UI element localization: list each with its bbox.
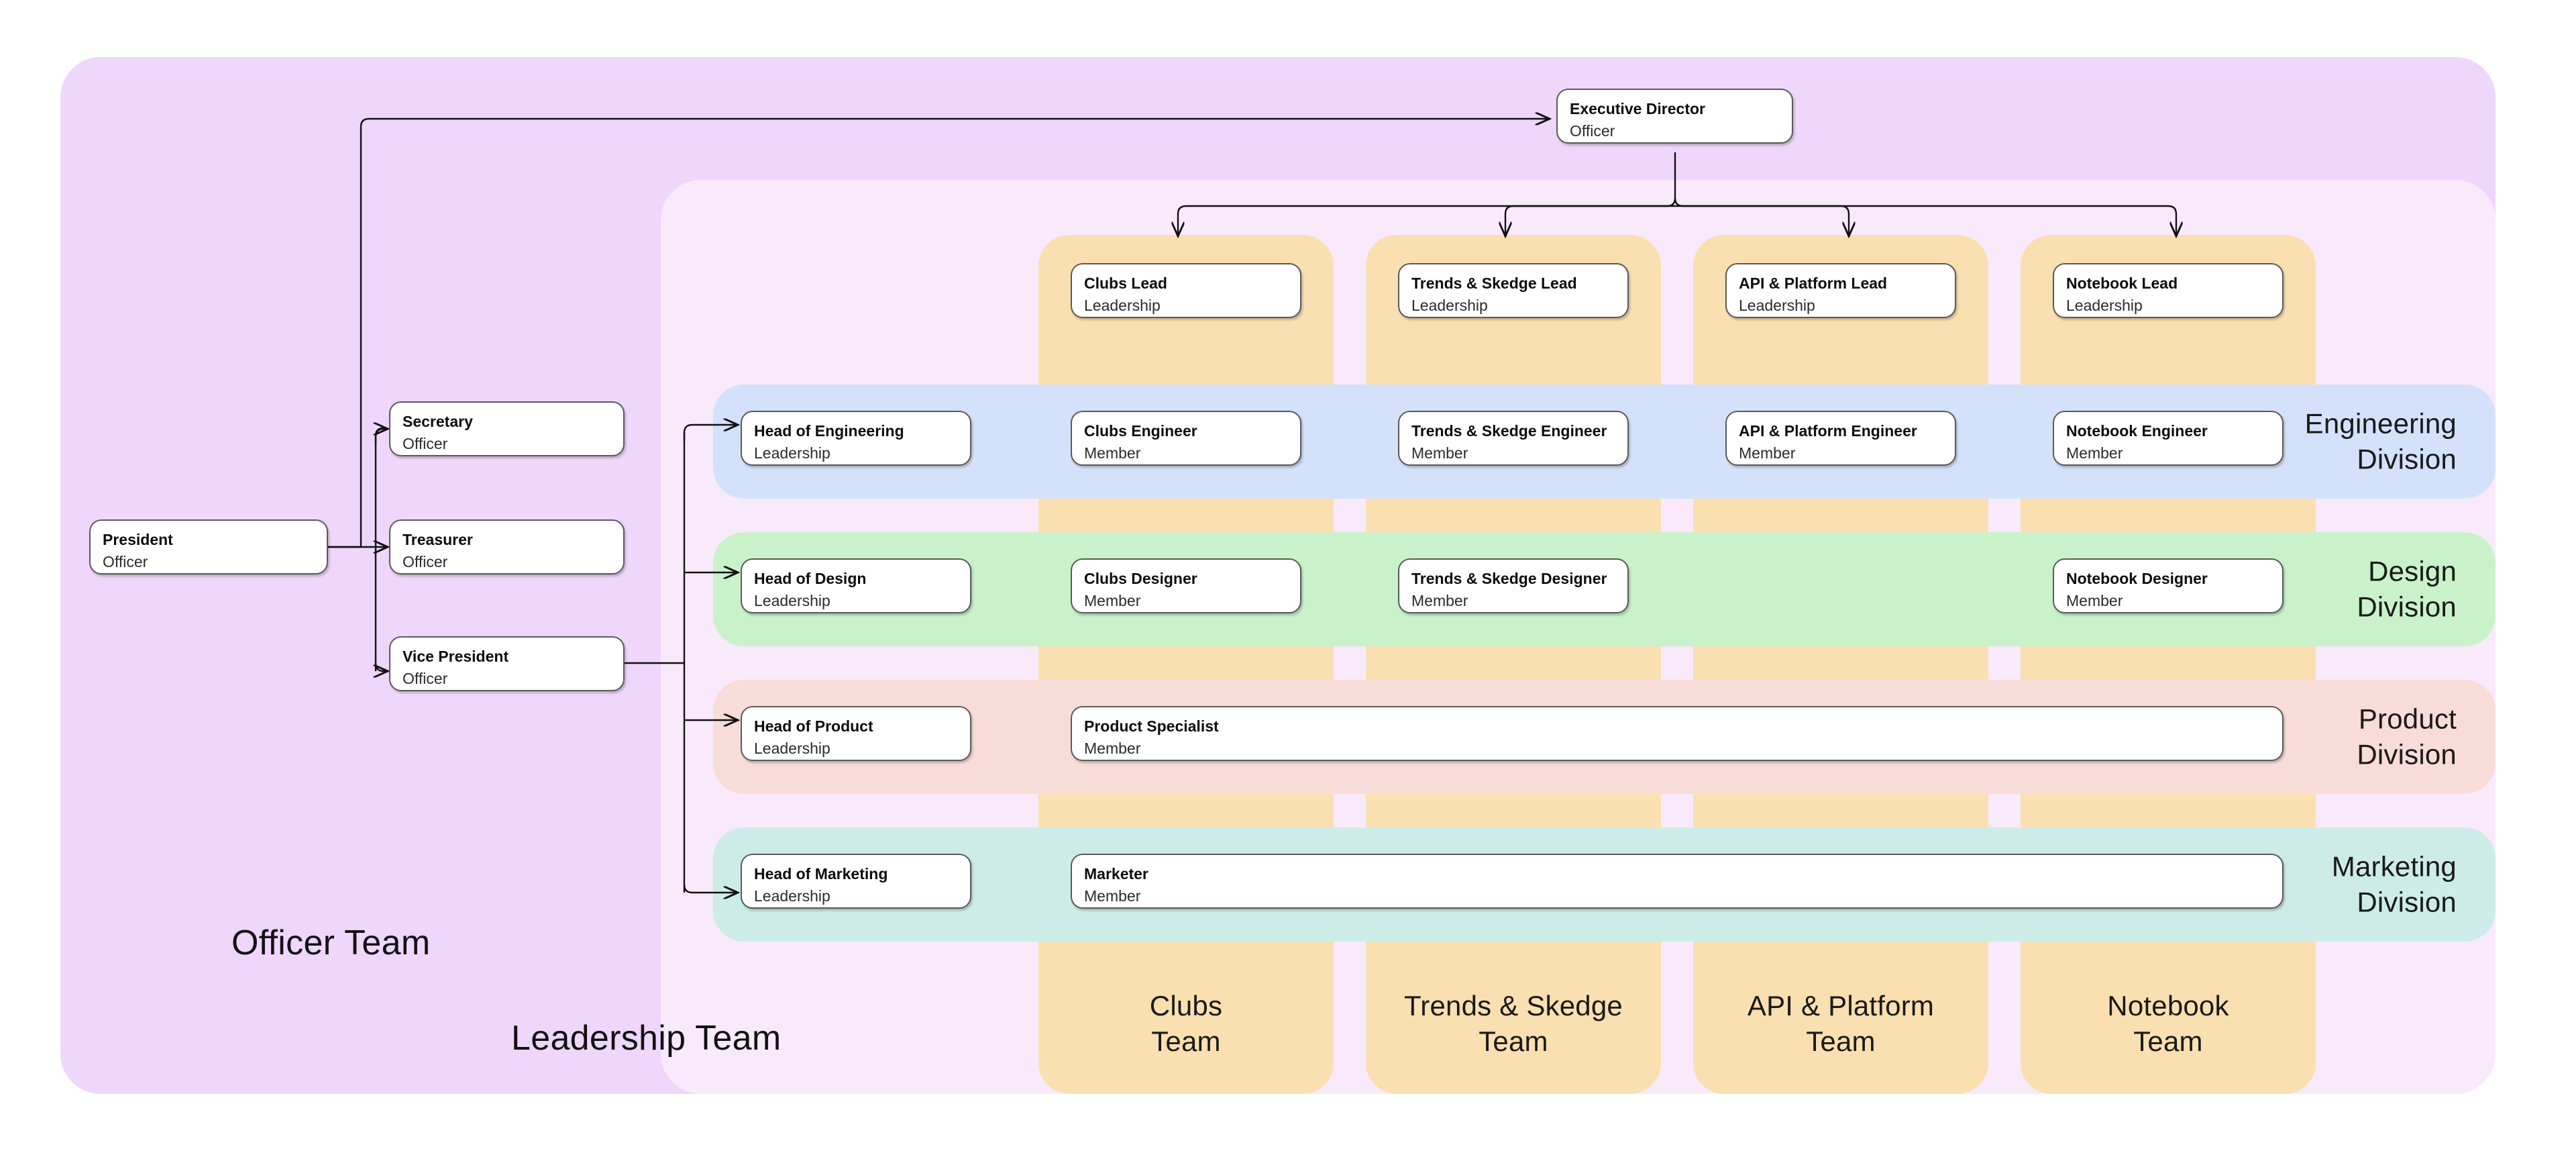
node-notebook-engineer-subtitle: Member bbox=[2066, 444, 2123, 462]
node-treasurer[interactable]: Treasurer Officer bbox=[389, 519, 625, 574]
node-api-platform-lead-subtitle: Leadership bbox=[1739, 296, 1815, 314]
node-head-of-design[interactable]: Head of Design Leadership bbox=[741, 558, 971, 613]
node-notebook-engineer[interactable]: Notebook Engineer Member bbox=[2053, 411, 2284, 466]
node-head-of-marketing-subtitle: Leadership bbox=[754, 887, 830, 905]
node-president-subtitle: Officer bbox=[103, 552, 148, 570]
node-product-specialist[interactable]: Product Specialist Member bbox=[1071, 706, 2284, 761]
node-secretary-title: Secretary bbox=[402, 413, 473, 430]
node-secretary-subtitle: Officer bbox=[402, 434, 448, 452]
node-head-of-marketing-title: Head of Marketing bbox=[754, 865, 888, 883]
node-vice-president-title: Vice President bbox=[402, 648, 509, 665]
node-product-specialist-title: Product Specialist bbox=[1084, 717, 1219, 735]
node-marketer[interactable]: Marketer Member bbox=[1071, 854, 2284, 909]
node-head-of-product-title: Head of Product bbox=[754, 717, 873, 735]
node-marketer-subtitle: Member bbox=[1084, 887, 1141, 905]
node-clubs-engineer-title: Clubs Engineer bbox=[1084, 422, 1197, 440]
node-clubs-engineer[interactable]: Clubs Engineer Member bbox=[1071, 411, 1301, 466]
node-secretary[interactable]: Secretary Officer bbox=[389, 401, 625, 456]
node-clubs-engineer-subtitle: Member bbox=[1084, 444, 1141, 462]
node-executive-director[interactable]: Executive Director Officer bbox=[1556, 89, 1793, 144]
node-clubs-lead[interactable]: Clubs Lead Leadership bbox=[1071, 263, 1301, 318]
node-notebook-designer-subtitle: Member bbox=[2066, 591, 2123, 609]
node-notebook-lead[interactable]: Notebook Lead Leadership bbox=[2053, 263, 2284, 318]
caption-officer-team: Officer Team bbox=[231, 923, 431, 962]
node-trends-skedge-lead[interactable]: Trends & Skedge Lead Leadership bbox=[1398, 263, 1629, 318]
node-notebook-designer-title: Notebook Designer bbox=[2066, 570, 2208, 587]
node-trends-skedge-engineer-title: Trends & Skedge Engineer bbox=[1411, 422, 1607, 440]
node-api-platform-engineer[interactable]: API & Platform Engineer Member bbox=[1725, 411, 1956, 466]
node-api-platform-engineer-subtitle: Member bbox=[1739, 444, 1796, 462]
node-trends-skedge-designer-subtitle: Member bbox=[1411, 591, 1468, 609]
node-head-of-product[interactable]: Head of Product Leadership bbox=[741, 706, 971, 761]
node-clubs-designer-title: Clubs Designer bbox=[1084, 570, 1197, 587]
node-treasurer-title: Treasurer bbox=[402, 531, 473, 548]
node-api-platform-lead-title: API & Platform Lead bbox=[1739, 274, 1888, 292]
node-api-platform-lead[interactable]: API & Platform Lead Leadership bbox=[1725, 263, 1956, 318]
node-clubs-lead-subtitle: Leadership bbox=[1084, 296, 1161, 314]
node-trends-skedge-engineer[interactable]: Trends & Skedge Engineer Member bbox=[1398, 411, 1629, 466]
node-president-title: President bbox=[103, 531, 173, 548]
node-head-of-product-subtitle: Leadership bbox=[754, 739, 830, 757]
node-trends-skedge-lead-subtitle: Leadership bbox=[1411, 296, 1488, 314]
node-trends-skedge-designer-title: Trends & Skedge Designer bbox=[1411, 570, 1607, 587]
node-clubs-designer[interactable]: Clubs Designer Member bbox=[1071, 558, 1301, 613]
node-head-of-engineering-title: Head of Engineering bbox=[754, 422, 904, 440]
node-clubs-designer-subtitle: Member bbox=[1084, 591, 1141, 609]
node-notebook-designer[interactable]: Notebook Designer Member bbox=[2053, 558, 2284, 613]
node-executive-director-subtitle: Officer bbox=[1570, 121, 1615, 140]
caption-leadership-team: Leadership Team bbox=[511, 1019, 782, 1058]
node-executive-director-title: Executive Director bbox=[1570, 100, 1705, 117]
node-trends-skedge-lead-title: Trends & Skedge Lead bbox=[1411, 274, 1577, 292]
node-trends-skedge-designer[interactable]: Trends & Skedge Designer Member bbox=[1398, 558, 1629, 613]
node-treasurer-subtitle: Officer bbox=[402, 552, 448, 570]
node-notebook-lead-title: Notebook Lead bbox=[2066, 274, 2178, 292]
node-product-specialist-subtitle: Member bbox=[1084, 739, 1141, 757]
node-notebook-engineer-title: Notebook Engineer bbox=[2066, 422, 2208, 440]
node-head-of-engineering-subtitle: Leadership bbox=[754, 444, 830, 462]
node-president[interactable]: President Officer bbox=[89, 519, 328, 574]
node-notebook-lead-subtitle: Leadership bbox=[2066, 296, 2143, 314]
node-marketer-title: Marketer bbox=[1084, 865, 1148, 883]
node-clubs-lead-title: Clubs Lead bbox=[1084, 274, 1167, 292]
node-head-of-design-title: Head of Design bbox=[754, 570, 867, 587]
node-head-of-design-subtitle: Leadership bbox=[754, 591, 830, 609]
node-head-of-marketing[interactable]: Head of Marketing Leadership bbox=[741, 854, 971, 909]
node-vice-president-subtitle: Officer bbox=[402, 669, 448, 687]
node-vice-president[interactable]: Vice President Officer bbox=[389, 636, 625, 691]
node-head-of-engineering[interactable]: Head of Engineering Leadership bbox=[741, 411, 971, 466]
node-api-platform-engineer-title: API & Platform Engineer bbox=[1739, 422, 1917, 440]
node-trends-skedge-engineer-subtitle: Member bbox=[1411, 444, 1468, 462]
